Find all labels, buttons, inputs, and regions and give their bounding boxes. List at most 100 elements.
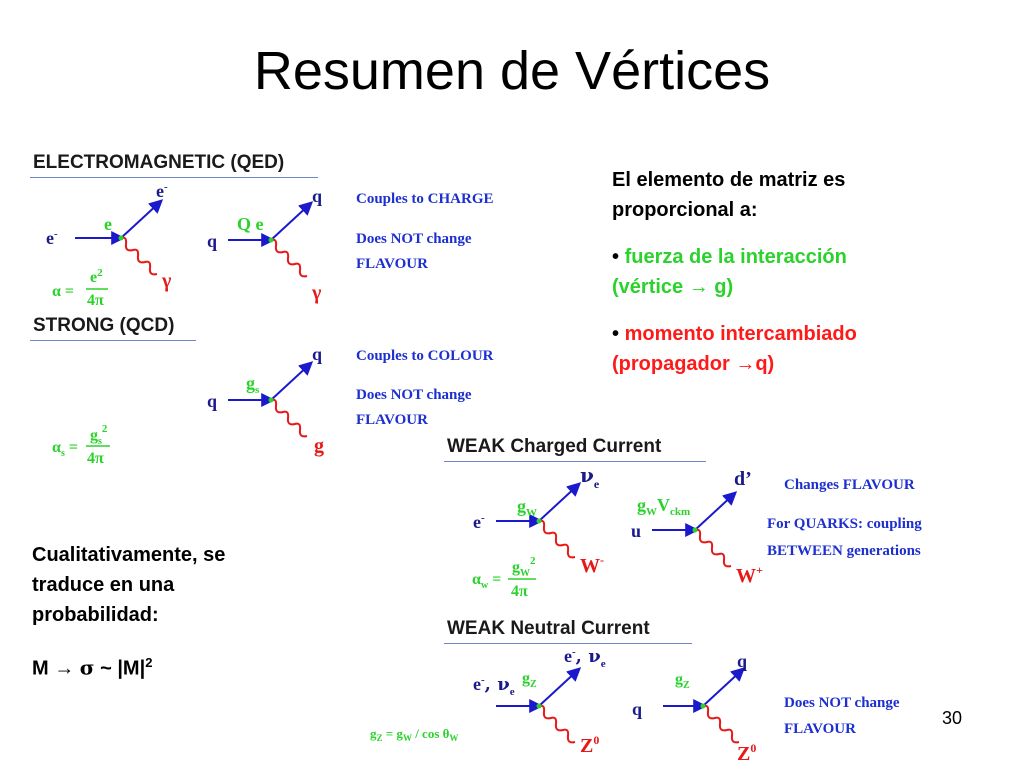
page-title: Resumen de Vértices — [253, 41, 771, 101]
vertex-dot — [536, 703, 542, 709]
qed-heading: ELECTROMAGNETIC (QED) — [33, 152, 285, 173]
qed-desc-1: Couples to CHARGE — [356, 191, 494, 207]
fermion-out-line — [694, 491, 738, 531]
alphaw-lhs: αw = — [472, 571, 501, 591]
qcd-desc-1: Couples to COLOUR — [356, 348, 494, 364]
formula-sup: 2 — [145, 655, 153, 670]
label-e-in: e- — [46, 228, 58, 248]
qcd-rule — [30, 340, 196, 341]
side-bullet-1: • fuerza de la interacción (vértice → g) — [612, 242, 847, 302]
bullet-dot: • — [612, 246, 625, 268]
label-coupling-gz: gZ — [522, 670, 537, 690]
page-number: 30 — [941, 708, 962, 728]
wcc-desc-2: For QUARKS: coupling — [767, 516, 922, 532]
photon-line — [120, 236, 158, 276]
vertex-dot — [268, 237, 274, 243]
z-boson-line — [538, 704, 576, 744]
qcd-desc-2: Does NOT change — [356, 387, 472, 403]
wcc-diagram-electron: e- νe gW W- — [473, 463, 604, 577]
label-coupling-gs: gs — [246, 373, 260, 396]
vertex-dot — [536, 518, 542, 524]
label-gamma: γ — [161, 270, 172, 292]
label-z0: Z0 — [737, 741, 756, 765]
label-d-prime: d’ — [734, 468, 752, 490]
label-w-minus: W- — [580, 553, 604, 577]
side-bullet-2-line-1: momento intercambiado — [624, 323, 857, 345]
side-intro-line-1: El elemento de matriz es — [612, 169, 846, 191]
wnc-rule — [444, 643, 692, 644]
side-intro-line-2: proporcional a: — [612, 199, 758, 221]
qed-diagram-quark: q q Q e γ — [207, 186, 322, 304]
vertex-dot — [692, 527, 698, 533]
label-q-out: q — [312, 344, 322, 364]
label-u-in: u — [631, 521, 641, 541]
qed-alpha-formula: α = e2 4π — [52, 267, 108, 309]
alpha-den: 4π — [87, 292, 104, 309]
bullet-dot: • — [612, 323, 625, 345]
label-out: e-, νe — [564, 646, 606, 670]
vertex-dot — [700, 703, 706, 709]
qcd-diagram: q q gs g — [207, 344, 324, 457]
side-bottom-line-3: probabilidad: — [32, 604, 159, 626]
alphaw-num: gW2 — [512, 555, 536, 579]
wcc-desc-1: Changes FLAVOUR — [784, 477, 915, 493]
probability-formula: M → σ ~ |M|2 — [32, 648, 152, 684]
label-q-in: q — [632, 699, 642, 719]
w-boson-line — [694, 528, 732, 568]
label-e-in: e- — [473, 512, 485, 532]
label-gluon: g — [314, 435, 324, 457]
side-bottom-line-1: Cualitativamente, se — [32, 544, 226, 566]
label-coupling-e: e — [104, 214, 112, 234]
photon-line — [270, 238, 308, 278]
label-q-out: q — [737, 651, 747, 671]
vertex-dot — [268, 397, 274, 403]
qcd-desc-3: FLAVOUR — [356, 412, 428, 428]
wnc-diagram-lepton: e-, νe e-, νe gZ Z0 — [473, 646, 606, 757]
vertex-dot — [118, 235, 124, 241]
label-z0: Z0 — [580, 733, 599, 757]
wcc-heading: WEAK Charged Current — [447, 436, 662, 457]
label-gamma: γ — [311, 282, 322, 304]
fermion-out-line — [270, 201, 314, 241]
alpha-lhs: α = — [52, 283, 74, 300]
wcc-rule — [444, 461, 706, 462]
wcc-desc-3: BETWEEN generations — [767, 543, 921, 559]
qed-diagram-electron: e- e- e γ — [46, 181, 172, 292]
label-coupling-gw: gW — [517, 496, 537, 519]
alphas-lhs: αs = — [52, 439, 78, 459]
fermion-out-line — [538, 482, 582, 522]
side-bottom-line-2: traduce en una — [32, 574, 175, 596]
qed-desc-3: FLAVOUR — [356, 256, 428, 272]
label-q-in: q — [207, 391, 217, 411]
fermion-out-line — [702, 667, 746, 707]
side-bullet-1-line-2: (vértice → g) — [612, 276, 734, 298]
w-boson-line — [538, 519, 576, 559]
wcc-diagram-quark: u d’ gWVckm W+ — [631, 468, 763, 587]
alpha-num: e2 — [90, 267, 103, 286]
label-w-plus: W+ — [736, 563, 763, 587]
alphaw-den: 4π — [511, 583, 528, 600]
side-intro: El elemento de matriz es proporcional a: — [612, 165, 845, 225]
qed-desc-2: Does NOT change — [356, 231, 472, 247]
formula-m-arrow: M → — [32, 657, 80, 680]
qcd-alpha-formula: αs = gs2 4π — [52, 423, 110, 467]
label-q-out: q — [312, 186, 322, 206]
wnc-gz-relation: gZ = gW / cos θW — [370, 726, 458, 743]
alphas-den: 4π — [87, 450, 104, 467]
formula-sigma: σ — [79, 655, 95, 680]
label-nue: νe — [580, 463, 600, 491]
alphas-num: gs2 — [90, 423, 108, 447]
z-boson-line — [702, 704, 740, 744]
gz-relation-text: gZ = gW / cos θW — [370, 726, 458, 743]
wnc-desc-2: FLAVOUR — [784, 721, 856, 737]
wnc-diagram-quark: q q gZ Z0 — [632, 651, 756, 765]
wnc-heading: WEAK Neutral Current — [447, 618, 650, 639]
fermion-out-line — [120, 199, 164, 239]
wcc-alpha-formula: αw = gW2 4π — [472, 555, 536, 600]
wnc-desc-1: Does NOT change — [784, 695, 900, 711]
qcd-heading: STRONG (QCD) — [33, 315, 175, 336]
side-bullet-2: • momento intercambiado (propagador →q) — [612, 319, 857, 379]
fermion-out-line — [270, 361, 314, 401]
side-bullet-1-line-1: fuerza de la interacción — [624, 246, 847, 268]
